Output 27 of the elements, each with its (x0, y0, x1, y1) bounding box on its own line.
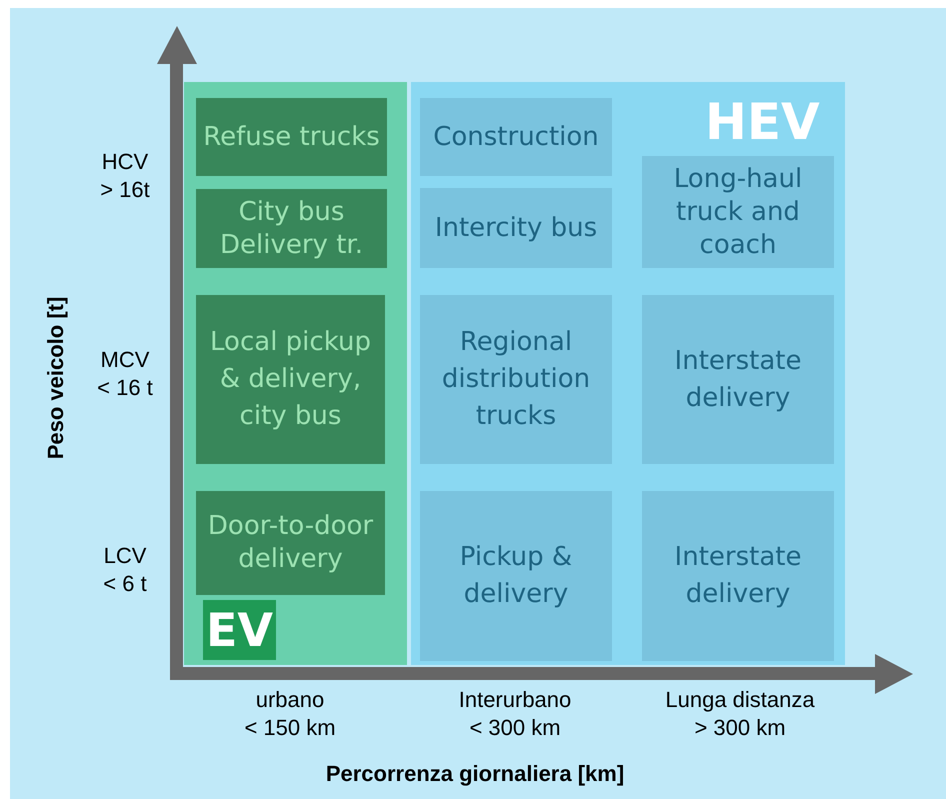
vehicle-label: Intercity bus (434, 212, 598, 244)
vehicle-label: City bus Delivery tr. (219, 196, 364, 262)
vehicle-label: Local pickup & delivery, city bus (209, 326, 372, 433)
category-region (184, 82, 407, 665)
vehicle-label: Refuse trucks (203, 120, 380, 154)
region-heading: HEV (705, 92, 820, 152)
vehicle-label: Construction (433, 120, 599, 154)
vehicle-label: Pickup & delivery (458, 541, 574, 611)
vehicle-box (196, 189, 387, 268)
axis-category-label: LCV < 6 t (102, 542, 148, 598)
axis-category-label: urbano < 150 km (243, 686, 337, 742)
vehicle-box (196, 295, 385, 464)
y-axis-title: Peso veicolo [t] (42, 296, 69, 462)
vehicle-label: Interstate delivery (674, 541, 802, 611)
x-axis-title: Percorrenza giornaliera [km] (324, 760, 626, 788)
axis-category-label: Lunga distanza > 300 km (664, 686, 816, 742)
ev-badge: EV (203, 600, 276, 660)
axis-category-label: MCV < 16 t (96, 346, 154, 402)
vehicle-label: Door-to-door delivery (206, 510, 374, 576)
axis-category-label: HCV > 16t (99, 148, 151, 204)
category-region (411, 82, 845, 665)
vehicle-label: Long-haul truck and coach (672, 162, 804, 262)
vehicle-label: Regional distribution trucks (440, 326, 592, 433)
axis-category-label: Interurbano < 300 km (458, 686, 572, 742)
vehicle-box (196, 491, 385, 595)
vehicle-label: Interstate delivery (674, 344, 802, 414)
vehicle-box (196, 98, 387, 176)
